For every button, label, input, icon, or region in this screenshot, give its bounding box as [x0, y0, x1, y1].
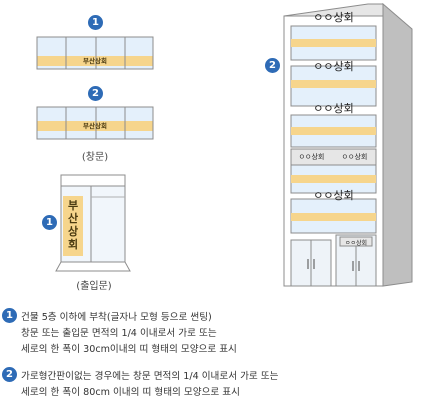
badge-two-building: 2	[265, 58, 280, 73]
floor-sign-2: ㅇㅇ상회	[313, 60, 354, 73]
door-sign-char-1: 부	[67, 199, 79, 212]
window-caption: (창문)	[81, 152, 109, 163]
small-sign-2: ㅇㅇ상회	[341, 153, 368, 161]
door-diagram	[55, 174, 131, 272]
floor-sign-1: ㅇㅇ상회	[313, 11, 354, 24]
window-diagram-1	[36, 36, 154, 70]
note-two-badge: 2	[2, 367, 17, 382]
note-two-line-1: 가로형간판이없는 경우에는 창문 면적의 1/4 이내로서 가로 또는	[21, 371, 279, 382]
badge-one-window: 1	[88, 15, 103, 30]
door-sign-char-2: 산	[67, 212, 79, 225]
window-sign-2: 부산상회	[83, 122, 107, 130]
note-two-line-2: 세로의 한 폭이 80cm 이내의 띠 형태의 모양으로 표시	[21, 387, 240, 398]
floor-sign-4: ㅇㅇ상회	[313, 189, 354, 202]
badge-two-window: 2	[88, 86, 103, 101]
note-one-line-3: 세로의 한 폭이 30cm이내의 띠 형태의 모양으로 표시	[21, 344, 237, 355]
door-caption: (출입문)	[76, 281, 112, 292]
badge-one-door: 1	[42, 215, 57, 230]
note-one-line-1: 건물 5층 이하에 부착(글자나 모형 등으로 썬팅)	[21, 312, 212, 323]
note-one-line-2: 창문 또는 출입문 면적의 1/4 이내로서 가로 또는	[21, 328, 217, 339]
door-sign: 부 산 상 회	[63, 199, 83, 251]
building-illustration	[283, 3, 413, 287]
window-diagram-2	[36, 106, 154, 140]
window-sign-1: 부산상회	[83, 57, 107, 65]
small-sign-1: ㅇㅇ상회	[298, 153, 325, 161]
door-sign-building: ㅇㅇ상회	[344, 240, 368, 247]
door-sign-char-3: 상	[67, 225, 79, 238]
door-sign-char-4: 회	[67, 238, 79, 251]
note-one-badge: 1	[2, 308, 17, 323]
floor-sign-3: ㅇㅇ상회	[313, 102, 354, 115]
